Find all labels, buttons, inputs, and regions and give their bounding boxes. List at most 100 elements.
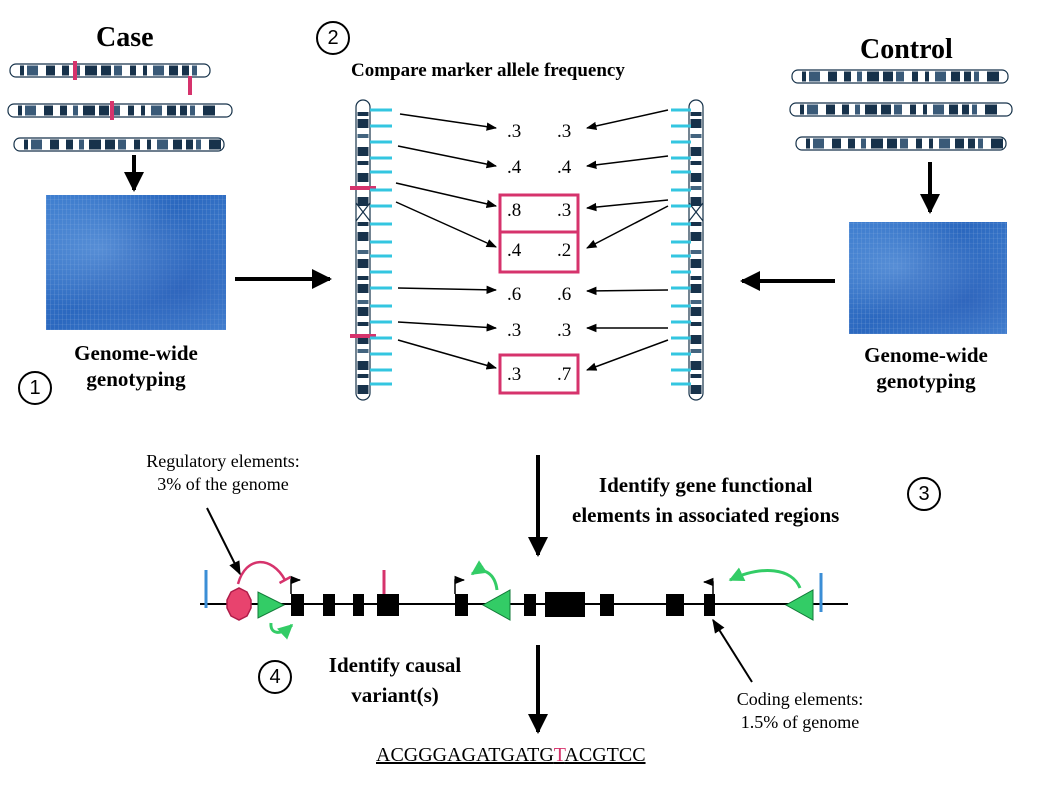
frequency-arrows [395,109,669,371]
functional-elements-title: Identify gene functional elements in ass… [572,473,840,527]
chromosome-band [18,105,22,116]
chromosome-band [985,104,997,115]
control-vertical-chromosome [688,99,704,401]
frequency-arrow [397,339,498,370]
chromosome-band [196,139,201,150]
chromosome-band [157,139,168,150]
chromosome-band [89,139,101,150]
exon [291,594,304,616]
chromosome-band [190,105,195,116]
chromosome-band [180,105,187,116]
chromosome-band [857,71,862,82]
control-genotyping-array [849,222,1007,334]
chromosome-band [105,139,115,150]
chromosome-band [894,104,902,115]
variant-base: T [553,744,565,766]
freq-row-4-control: .2 [557,240,572,261]
chromosome-band [690,250,702,254]
chromosome-band [46,65,55,76]
enhancer-triangle-icon [784,589,814,621]
chromosome-band [690,259,702,268]
chromosome-band [690,300,702,304]
chromosome-band [27,65,38,76]
tss-arrow-icon [290,575,302,594]
chromosome-band [881,104,891,115]
chromosome-band [813,138,824,149]
exon [377,594,399,616]
chromosome-band [203,105,215,116]
chromosome-band [182,65,189,76]
chromosome-band [44,105,53,116]
chromosome-band [209,139,221,150]
chromosome-band [357,197,369,206]
chromosome-band [66,139,73,150]
chromosome-band [99,105,109,116]
chromosome-band [128,105,134,116]
exon [666,594,684,616]
chromosome-band [130,65,136,76]
chromosome-band [987,71,999,82]
regulatory-pointer-arrow [206,507,241,576]
exon [524,594,536,616]
exon [455,594,468,616]
control-title: Control [860,34,953,65]
chromosome-band [24,139,28,150]
chromosome [791,69,1009,84]
chromosome-band [357,276,369,280]
sequence-prefix: ACGGGAGATGATG [376,744,554,766]
chromosome [13,137,225,152]
activation-arrow [470,560,499,591]
chromosome-band [935,71,946,82]
chromosome-band [910,104,916,115]
chromosome-band [916,138,922,149]
chromosome-band [806,138,810,149]
chromosome-band [690,322,702,326]
chromosome-band [357,147,369,156]
variant-highlight [110,101,114,120]
gene-track [200,560,848,640]
chromosome-band [62,65,69,76]
vertical-chromosomes [350,99,704,401]
chromosome-band [173,139,182,150]
chromosome-band [951,71,960,82]
chromosome-band [962,104,969,115]
chromosome-band [690,361,702,370]
causal-sequence: ACGGGAGATGATGTACGTCC [376,744,646,767]
chromosome-band [357,119,369,128]
freq-row-6-case: .3 [507,320,522,341]
chromosome-band [114,65,122,76]
control-genotyping-label: Genome-wide genotyping [864,343,988,393]
sequence-suffix: ACGTCC [564,744,646,766]
chromosome-band [85,65,97,76]
frequency-arrow [585,155,669,170]
chromosome-band [357,307,369,316]
chromosome-band [50,139,59,150]
chromosome-band [357,300,369,304]
chromosome-band [690,173,702,182]
chromosome-band [153,65,164,76]
chromosome-band [690,232,702,241]
chromosome-band [867,71,879,82]
chromosome-band [883,71,893,82]
chromosome-band [690,186,702,190]
chromosome-band [690,134,702,138]
chromosome-band [357,284,369,293]
freq-row-3-control: .3 [557,200,572,221]
enhancer-triangle-icon [481,589,511,621]
regulatory-elements-note: Regulatory elements: 3% of the genome [146,451,300,494]
tss-arrow-icon [702,577,714,594]
chromosome-band [31,139,42,150]
coding-pointer-arrow [712,618,753,683]
exon [600,594,614,616]
chromosome-band [25,105,36,116]
chromosome-band [933,104,944,115]
chromosome-band [357,250,369,254]
frequency-arrow [395,201,497,248]
chromosome [9,61,211,80]
variant-highlight [350,334,376,338]
step-1-marker: 1 [18,371,52,405]
chromosome-band [357,134,369,138]
chromosome [789,102,1013,117]
